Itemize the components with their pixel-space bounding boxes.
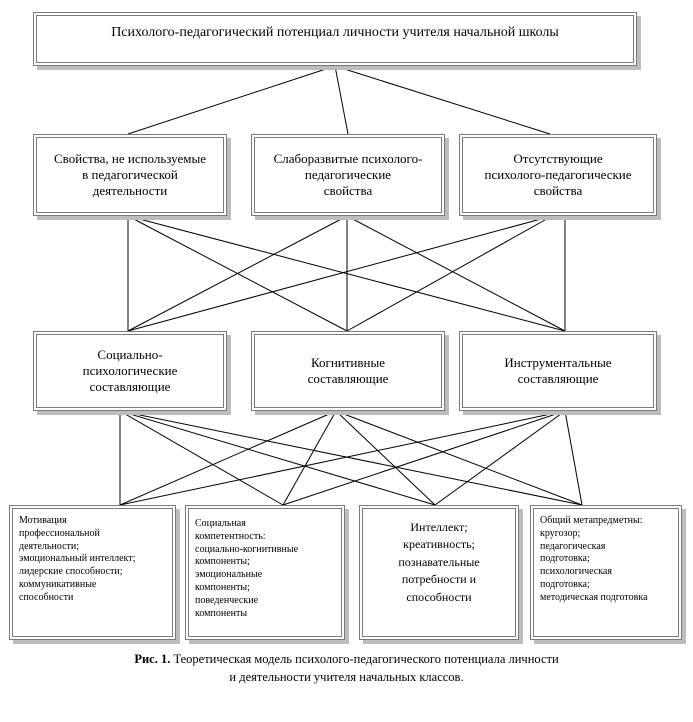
node-social-competence: Социальная компетентность: социально-ког… (185, 505, 345, 640)
node-social-competence-label: Социальная компетентность: социально-ког… (195, 518, 299, 619)
node-motivation: Мотивация профессиональной деятельности;… (9, 505, 176, 640)
connector-instrumental-to-competence (282, 410, 566, 506)
node-general-outlook: Общий метапредметны: кругозор; педагогич… (530, 505, 682, 640)
caption-text-2: и деятельности учителя начальных классов… (229, 670, 464, 685)
connector-social-to-competence (119, 410, 284, 506)
node-properties-weak-label: Слаборазвитые психолого- педагогические … (273, 150, 423, 199)
connector-instrumental-to-motivation (119, 410, 566, 506)
node-intellect: Интеллект; креативность; познавательные … (359, 505, 519, 640)
connector-social-to-intellect (119, 410, 436, 506)
caption-figure-label: Рис. 1. (134, 652, 171, 666)
node-social-psychological: Социально- психологические составляющие (33, 331, 227, 411)
connector-title-to-props-unused (127, 65, 336, 135)
connector-title-to-props-weak (334, 65, 349, 135)
connector-cognitive-to-competence (282, 410, 337, 506)
connector-instrumental-to-intellect (434, 410, 566, 506)
connector-absent-to-cognitive (346, 215, 553, 332)
node-intellect-label: Интеллект; креативность; познавательные … (398, 520, 480, 604)
node-instrumental: Инструментальные составляющие (459, 331, 657, 411)
root-node-label: Психолого-педагогический потенциал лично… (111, 25, 559, 40)
connector-instrumental-to-outlook (564, 410, 583, 506)
node-cognitive: Когнитивные составляющие (251, 331, 445, 411)
connector-social-to-outlook (119, 410, 583, 506)
node-social-psychological-label: Социально- психологические составляющие (82, 346, 178, 395)
node-motivation-label: Мотивация профессиональной деятельности;… (19, 515, 136, 603)
node-general-outlook-label: Общий метапредметны: кругозор; педагогич… (540, 515, 648, 603)
caption-text-1: Теоретическая модель психолого-педагогич… (173, 652, 559, 666)
node-properties-absent: Отсутствующие психолого-педагогические с… (459, 134, 657, 216)
caption-line-1: Рис. 1. Теоретическая модель психолого-п… (60, 650, 633, 668)
connector-cognitive-to-motivation (119, 410, 337, 506)
node-properties-weak: Слаборазвитые психолого- педагогические … (251, 134, 445, 216)
connector-weak-to-social (127, 215, 348, 332)
connector-weak-to-instrumental (346, 215, 566, 332)
connector-absent-to-social (127, 215, 553, 332)
connector-cognitive-to-outlook (335, 410, 583, 506)
node-properties-absent-label: Отсутствующие психолого-педагогические с… (484, 150, 632, 199)
root-node-title: Психолого-педагогический потенциал лично… (33, 12, 637, 66)
node-properties-unused: Свойства, не используемые в педагогическ… (33, 134, 227, 216)
node-properties-unused-label: Свойства, не используемые в педагогическ… (54, 150, 206, 199)
figure-caption: Рис. 1. Теоретическая модель психолого-п… (60, 650, 633, 686)
node-cognitive-label: Когнитивные составляющие (307, 354, 389, 386)
node-instrumental-label: Инструментальные составляющие (504, 354, 612, 386)
connector-title-to-props-absent (334, 65, 551, 135)
connector-cognitive-to-intellect (335, 410, 436, 506)
